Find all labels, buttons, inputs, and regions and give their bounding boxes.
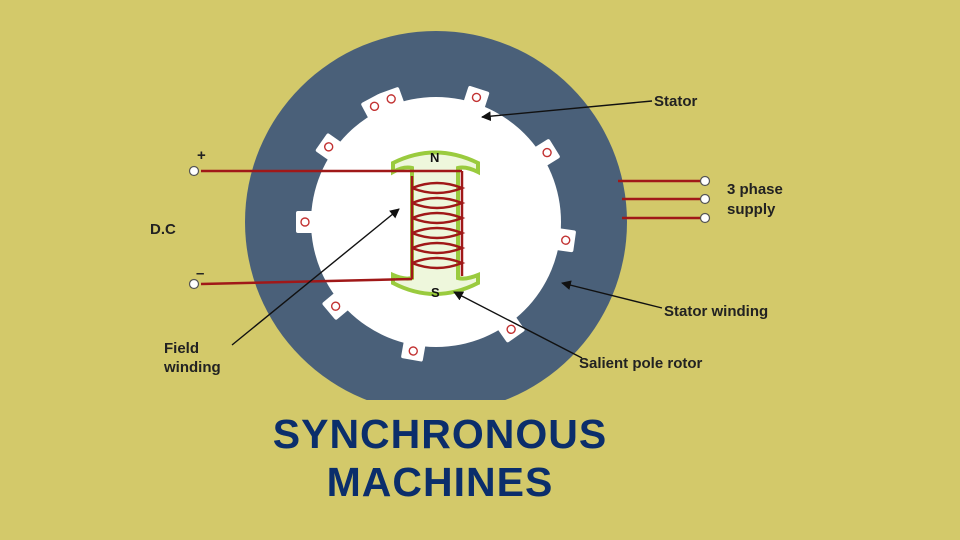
winding-label: winding [163, 359, 221, 376]
stator-slot [545, 226, 576, 253]
synchronous-machine-diagram: N S Stator 3 phase supply D.C + – Stator… [150, 31, 783, 400]
stator-slot [460, 85, 490, 119]
field-winding-coil [200, 169, 466, 286]
title-line-1: SYNCHRONOUS [272, 411, 608, 457]
stator-slot [322, 286, 357, 320]
field-winding-arrow [231, 208, 400, 346]
field-label: Field [164, 340, 199, 357]
dc-negative-terminal [188, 278, 200, 290]
stator-winding-arrow [561, 280, 663, 309]
stator-slot [296, 211, 324, 233]
stator-slots [296, 85, 576, 362]
phase-terminal [699, 212, 711, 224]
salient-pole-rotor-label: Salient pole rotor [579, 355, 703, 372]
stator-slot [401, 330, 428, 362]
three-phase-label: 3 phase [727, 181, 783, 198]
stator-slot [315, 133, 350, 166]
dc-positive-terminal [188, 165, 200, 177]
phase-terminal [699, 193, 711, 205]
slide-title: SYNCHRONOUS MACHINES [140, 410, 740, 506]
dc-plus-sign: + [197, 147, 206, 164]
salient-pole-rotor-arrow [453, 291, 583, 359]
stator-winding-label: Stator winding [664, 303, 768, 320]
stator-arrow [481, 100, 653, 122]
title-line-2: MACHINES [326, 459, 554, 505]
phase-terminal [699, 175, 711, 187]
stator-slot [525, 139, 560, 172]
three-phase-lines [618, 179, 701, 220]
stator-slot [378, 87, 408, 120]
supply-label: supply [727, 201, 776, 218]
dc-minus-sign: – [196, 265, 204, 282]
stator-slot [492, 308, 525, 343]
south-pole-label: S [431, 285, 440, 300]
north-pole-label: N [430, 150, 439, 165]
stator-label: Stator [654, 93, 698, 110]
dc-label: D.C [150, 221, 176, 238]
